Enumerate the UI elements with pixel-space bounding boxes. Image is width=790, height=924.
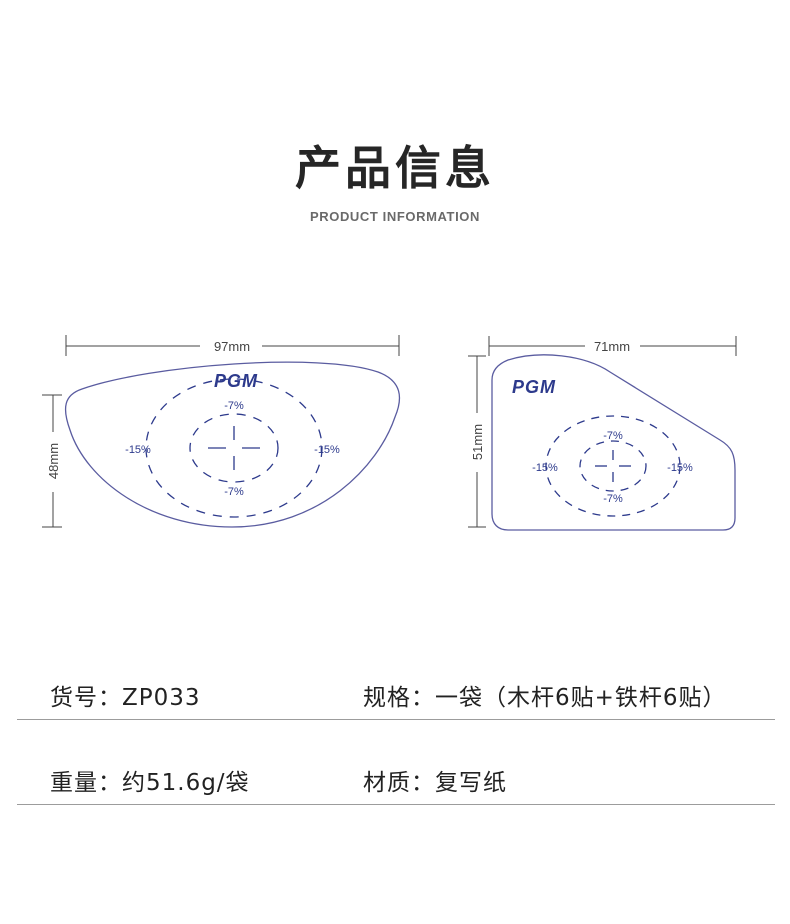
wood-outer-dashed-ring (145, 378, 323, 518)
iron-top-label: -7% (603, 430, 623, 442)
wood-width-dimension (65, 335, 400, 356)
page-title: 产品信息 (295, 141, 495, 195)
specification: 规格：一袋（木杆6贴+铁杆6贴） (363, 685, 727, 711)
wood-width-label: 97mm (214, 339, 250, 354)
wood-right-label: -15% (314, 444, 340, 456)
divider (17, 804, 775, 805)
wood-left-label: -15% (125, 444, 151, 456)
wood-top-label: -7% (224, 400, 244, 412)
wood-bottom-label: -7% (224, 486, 244, 498)
iron-inner-dashed-ring (579, 440, 647, 492)
iron-outer-dashed-ring (545, 415, 681, 517)
iron-right-label: -15% (667, 462, 693, 474)
wood-crosshair-icon (208, 426, 260, 470)
iron-height-label: 51mm (470, 424, 485, 460)
wood-height-label: 48mm (46, 443, 61, 479)
divider (17, 719, 775, 720)
iron-height-dimension (468, 355, 486, 528)
iron-bottom-label: -7% (603, 493, 623, 505)
iron-width-dimension (488, 336, 737, 356)
iron-left-label: -15% (532, 462, 558, 474)
wood-sticker-outline (64, 361, 401, 528)
iron-crosshair-icon (595, 450, 631, 482)
weight: 重量：约51.6g/袋 (50, 770, 250, 796)
item-number: 货号：ZP033 (50, 685, 201, 711)
iron-width-label: 71mm (594, 339, 630, 354)
iron-sticker-outline (491, 354, 736, 531)
wood-height-dimension (42, 394, 62, 528)
iron-pgm-logo: PGM (512, 377, 556, 397)
material: 材质：复写纸 (363, 770, 507, 796)
wood-inner-dashed-ring (189, 413, 279, 483)
wood-pgm-logo: PGM (214, 371, 258, 391)
page-subtitle: PRODUCT INFORMATION (309, 209, 481, 224)
